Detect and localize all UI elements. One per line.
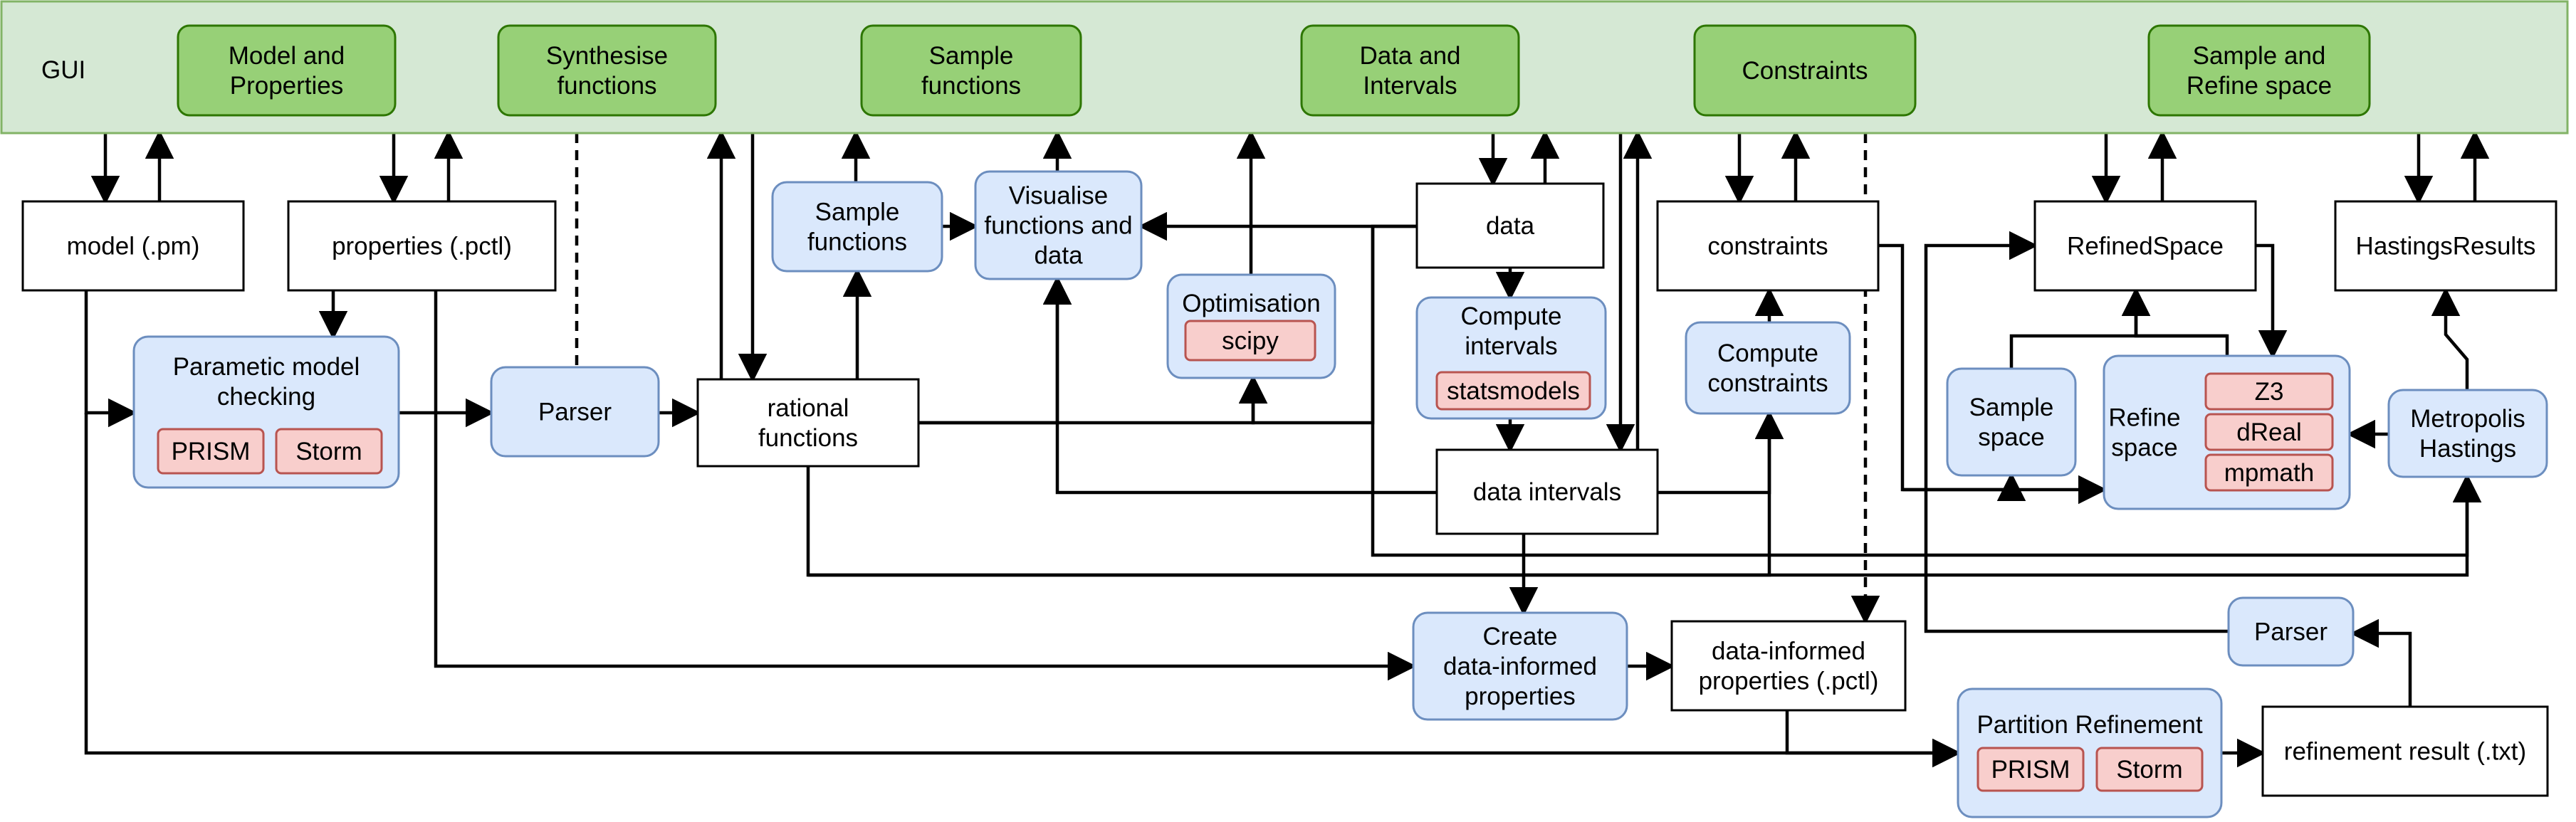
statsmodels-chip: statsmodels: [1435, 371, 1591, 411]
edge-refine-to-refined: [2121, 287, 2229, 356]
data-file: data: [1415, 182, 1605, 269]
data-intervals-file: data intervals: [1435, 448, 1659, 535]
edge-data-intervals-to-compute-constraints: [1658, 410, 1784, 495]
partition-refinement-box-label: Partition Refinement: [1976, 711, 2202, 739]
dreal-chip-label: dReal: [2236, 418, 2301, 446]
storm-chip-pmc: Storm: [275, 428, 383, 475]
storm-chip-pr: Storm: [2095, 747, 2204, 792]
statsmodels-chip-label: statsmodels: [1447, 377, 1580, 405]
mpmath-chip: mpmath: [2204, 453, 2334, 492]
edge-metropolis-to-hastings: [2431, 287, 2469, 390]
edge-result-to-parser: [2350, 618, 2412, 707]
edges-layer: [84, 130, 2490, 768]
edge-data-to-metropolis: [1371, 226, 2482, 557]
mpmath-chip-label: mpmath: [2224, 459, 2314, 487]
parser-result-box: Parser: [2227, 596, 2355, 667]
edge-refined-to-refine: [2256, 243, 2288, 359]
edge-model-to-pmc: [84, 290, 137, 428]
edge-rational-to-visualise: [918, 275, 1072, 425]
parser-result-box-label: Parser: [2254, 618, 2328, 646]
gui-bar: GUI: [0, 0, 2569, 135]
prism-chip-pr-label: PRISM: [1991, 756, 2070, 784]
storm-chip-pmc-label: Storm: [295, 438, 362, 465]
storm-chip-pr-label: Storm: [2116, 756, 2182, 784]
gui-label: GUI: [41, 56, 85, 84]
edge-parser-to-refined: [1924, 231, 2229, 633]
constraints-file: constraints: [1656, 200, 1880, 292]
edge-model-to-partition: [84, 413, 1962, 768]
scipy-chip: scipy: [1184, 320, 1316, 362]
edge-properties-to-create: [434, 290, 1417, 681]
refined-space-file-label: RefinedSpace: [2067, 233, 2224, 260]
properties-file-label: properties (.pctl): [332, 233, 512, 260]
scipy-chip-label: scipy: [1222, 327, 1279, 355]
model-file: model (.pm): [21, 200, 245, 292]
refined-space-file: RefinedSpace: [2033, 200, 2257, 292]
optimisation-box-label: Optimisation: [1182, 290, 1321, 317]
edge-constraints-to-sample-space: [1902, 472, 2026, 501]
prism-chip-pmc-label: PRISM: [172, 438, 251, 465]
edge-data-intervals-to-visualise: [1042, 275, 1437, 495]
data-file-label: data: [1486, 212, 1535, 240]
edge-data-informed-to-partition: [1785, 710, 1962, 768]
model-file-label: model (.pm): [67, 233, 200, 260]
parser-box: Parser: [490, 366, 660, 458]
z3-chip: Z3: [2204, 372, 2334, 411]
prism-chip-pr: PRISM: [1976, 747, 2085, 792]
constraints-file-label: constraints: [1707, 233, 1828, 260]
tab-constraints-label: Constraints: [1742, 57, 1868, 85]
dreal-chip: dReal: [2204, 413, 2334, 451]
hastings-results-file-label: HastingsResults: [2356, 233, 2536, 260]
parser-box-label: Parser: [538, 399, 612, 426]
hastings-results-file: HastingsResults: [2334, 200, 2557, 292]
prism-chip-pmc: PRISM: [157, 428, 265, 475]
z3-chip-label: Z3: [2255, 378, 2284, 406]
data-intervals-file-label: data intervals: [1473, 478, 1621, 506]
edge-rational-to-optimisation: [918, 374, 1268, 425]
refinement-result-file-label: refinement result (.txt): [2284, 738, 2526, 766]
properties-file: properties (.pctl): [287, 200, 557, 292]
tab-constraints[interactable]: Constraints: [1693, 24, 1917, 117]
refinement-result-file: refinement result (.txt): [2261, 705, 2549, 797]
